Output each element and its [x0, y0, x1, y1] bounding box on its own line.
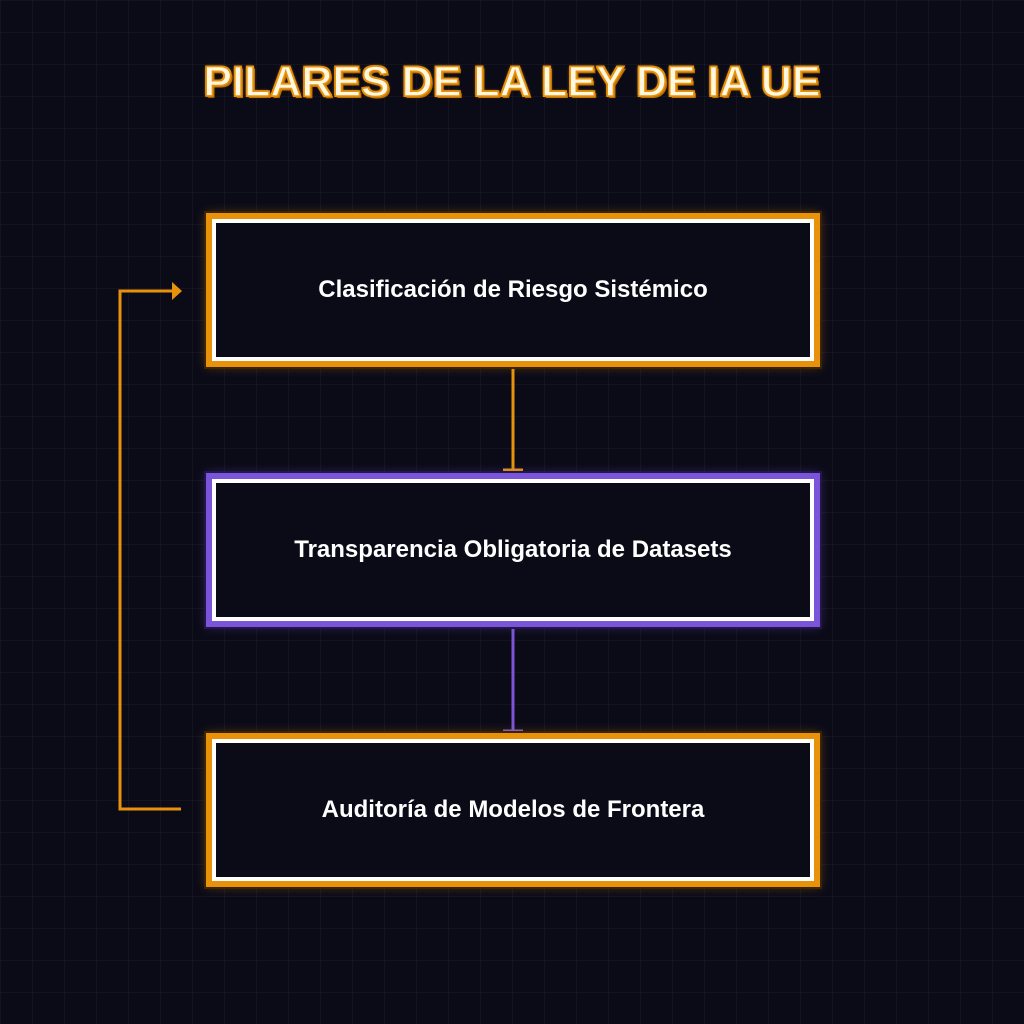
feedback-loop-arrowhead	[172, 282, 182, 300]
diagram-title: PILARES DE LA LEY DE IA UE	[203, 57, 822, 107]
node-risk-classification: Clasificación de Riesgo Sistémico	[206, 213, 820, 367]
node-frontier-model-audit: Auditoría de Modelos de Frontera	[206, 733, 820, 887]
node-label: Auditoría de Modelos de Frontera	[321, 796, 705, 823]
feedback-loop-connector	[118, 289, 181, 811]
node-inner-frame	[212, 739, 814, 881]
node-label: Transparencia Obligatoria de Datasets	[294, 536, 732, 563]
node-label: Clasificación de Riesgo Sistémico	[318, 276, 708, 303]
node-inner-frame	[212, 479, 814, 621]
node-inner-frame	[212, 219, 814, 361]
node-dataset-transparency: Transparencia Obligatoria de Datasets	[206, 473, 820, 627]
